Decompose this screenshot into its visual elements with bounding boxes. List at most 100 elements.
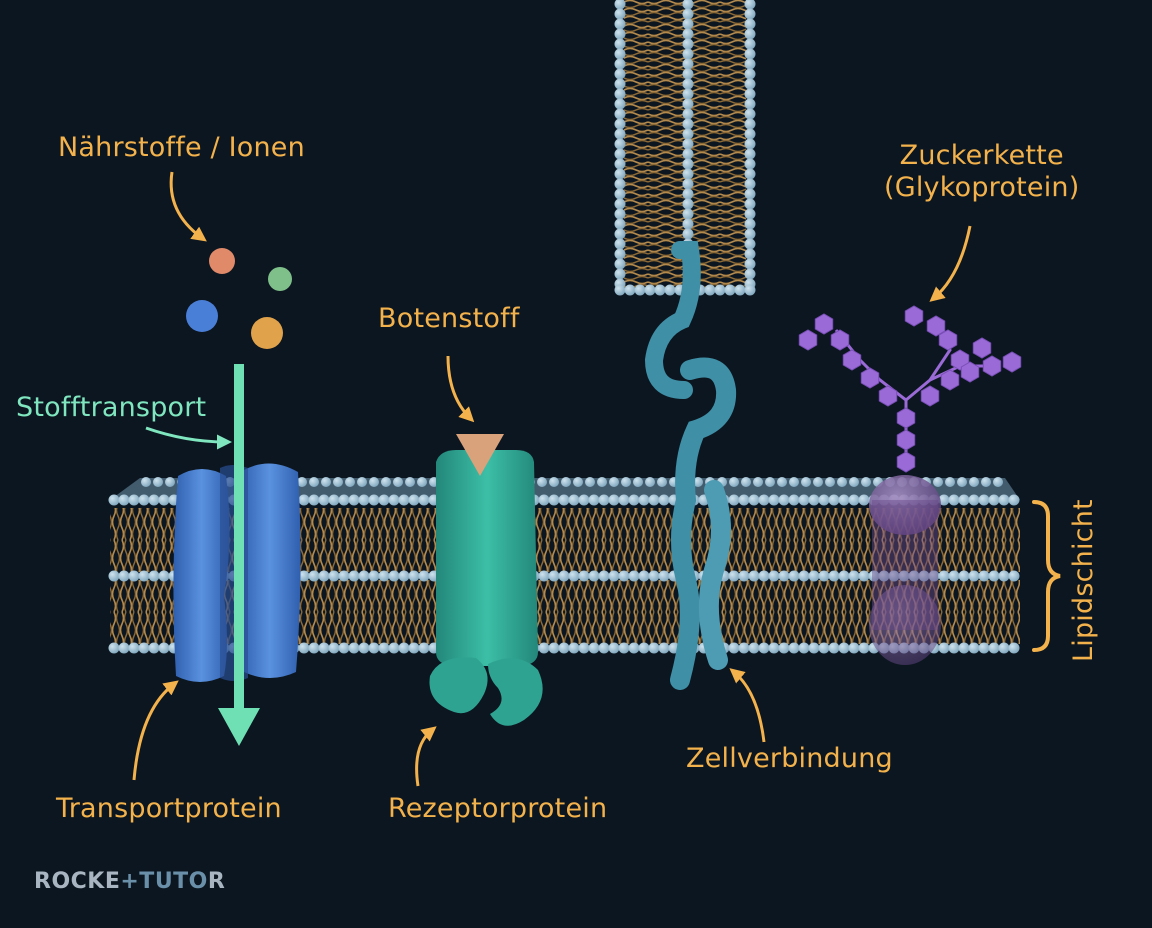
sugar-unit: [904, 305, 924, 327]
lipid-head: [945, 477, 955, 487]
lipid-head: [988, 570, 1000, 582]
lipid-head: [738, 642, 750, 654]
lipid-head: [598, 642, 610, 654]
lipid-head: [682, 78, 694, 90]
lipid-head: [614, 208, 626, 220]
lipid-head: [633, 477, 643, 487]
lipid-head: [338, 494, 350, 506]
lipid-head: [908, 570, 920, 582]
lipid-head: [405, 477, 415, 487]
lipid-head: [548, 642, 560, 654]
sugar-unit: [878, 385, 898, 407]
lipid-head: [978, 494, 990, 506]
lipid-head: [614, 108, 626, 120]
lipid-head: [358, 494, 370, 506]
lipid-head: [614, 48, 626, 60]
lipid-head: [328, 642, 340, 654]
lipid-brace: [1032, 500, 1061, 652]
lipid-head: [744, 178, 756, 190]
lipid-head: [345, 477, 355, 487]
lipid-head: [828, 570, 840, 582]
lipid-head: [614, 58, 626, 70]
lipid-head: [682, 28, 694, 40]
arrow-transport-protein: [132, 680, 179, 781]
lipid-head: [614, 148, 626, 160]
lipid-head: [393, 477, 403, 487]
lipid-head: [957, 477, 967, 487]
lipid-head: [682, 138, 694, 150]
lipid-head: [744, 168, 756, 180]
lipid-head: [333, 477, 343, 487]
lipid-head: [744, 228, 756, 240]
lipid-head: [558, 642, 570, 654]
lipid-head: [778, 570, 790, 582]
lipid-head: [813, 477, 823, 487]
lipid-head: [744, 218, 756, 230]
lipid-head: [368, 494, 380, 506]
lipid-head: [682, 38, 694, 50]
lipid-head: [682, 18, 694, 30]
lipid-head: [644, 284, 656, 296]
lipid-head: [108, 570, 120, 582]
lipid-head: [664, 284, 676, 296]
lipid-head: [614, 268, 626, 280]
lipid-head: [614, 158, 626, 170]
lipid-head: [744, 284, 756, 296]
lipid-head: [614, 228, 626, 240]
lipid-head: [758, 642, 770, 654]
lipid-head: [682, 148, 694, 160]
lipid-head: [918, 570, 930, 582]
lipid-head: [537, 477, 547, 487]
lipid-head: [778, 642, 790, 654]
lipid-head: [788, 570, 800, 582]
lipid-head: [933, 477, 943, 487]
lipid-head: [614, 78, 626, 90]
lipid-head: [789, 477, 799, 487]
lipid-head: [968, 570, 980, 582]
lipid-head: [369, 477, 379, 487]
lipid-head: [298, 494, 310, 506]
lipid-head: [744, 188, 756, 200]
lipid-head: [958, 570, 970, 582]
label-transport: Stofftransport: [16, 392, 207, 423]
lipid-head: [318, 570, 330, 582]
lipid-head: [682, 118, 694, 130]
lipid-head: [858, 642, 870, 654]
lipid-head: [614, 0, 626, 10]
lipid-head: [348, 494, 360, 506]
label-receptor-protein: Rezeptorprotein: [388, 793, 608, 824]
lipid-head: [628, 570, 640, 582]
lipid-head: [744, 248, 756, 260]
lipid-head: [1008, 642, 1020, 654]
lipid-head: [297, 477, 307, 487]
lipid-head: [744, 118, 756, 130]
lipid-head: [808, 494, 820, 506]
lipid-head: [682, 168, 694, 180]
lipid-head: [614, 68, 626, 80]
lipid-head: [118, 642, 130, 654]
lipid-head: [682, 158, 694, 170]
lipid-head: [308, 642, 320, 654]
label-nutrients: Nährstoffe / Ionen: [58, 132, 305, 163]
lipid-head: [978, 642, 990, 654]
lipid-head: [978, 570, 990, 582]
lipid-head: [614, 178, 626, 190]
lipid-head: [768, 642, 780, 654]
lipid-head: [748, 494, 760, 506]
lipid-head: [828, 642, 840, 654]
lipid-head: [858, 570, 870, 582]
lipid-head: [744, 78, 756, 90]
lipid-head: [938, 494, 950, 506]
sugar-chain: [798, 305, 1022, 473]
lipid-head: [728, 494, 740, 506]
lipid-head: [765, 477, 775, 487]
lipid-head: [958, 494, 970, 506]
lipid-head: [658, 494, 670, 506]
label-sugar-line2: (Glykoprotein): [884, 172, 1080, 204]
lipid-head: [818, 642, 830, 654]
sugar-unit: [798, 329, 818, 351]
lipid-head: [928, 570, 940, 582]
lipid-head: [148, 570, 160, 582]
lipid-head: [308, 570, 320, 582]
lipid-head: [585, 477, 595, 487]
